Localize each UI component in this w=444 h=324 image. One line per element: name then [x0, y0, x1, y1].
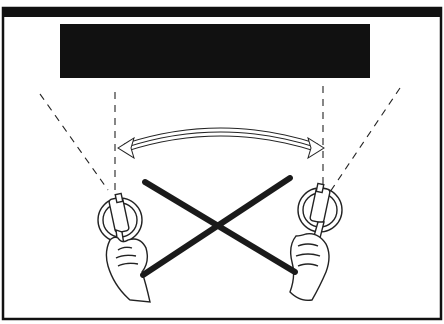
frame-top-bar: [3, 8, 441, 17]
right-hand-lamp-icon: [289, 182, 343, 302]
right-light-beam: [322, 86, 401, 193]
prohibition-x-mark: [140, 175, 298, 278]
curved-double-arrow-icon: [117, 127, 325, 160]
black-banner: [60, 24, 370, 78]
left-hand-lamp-icon: [97, 192, 151, 303]
left-light-beam: [39, 92, 116, 196]
